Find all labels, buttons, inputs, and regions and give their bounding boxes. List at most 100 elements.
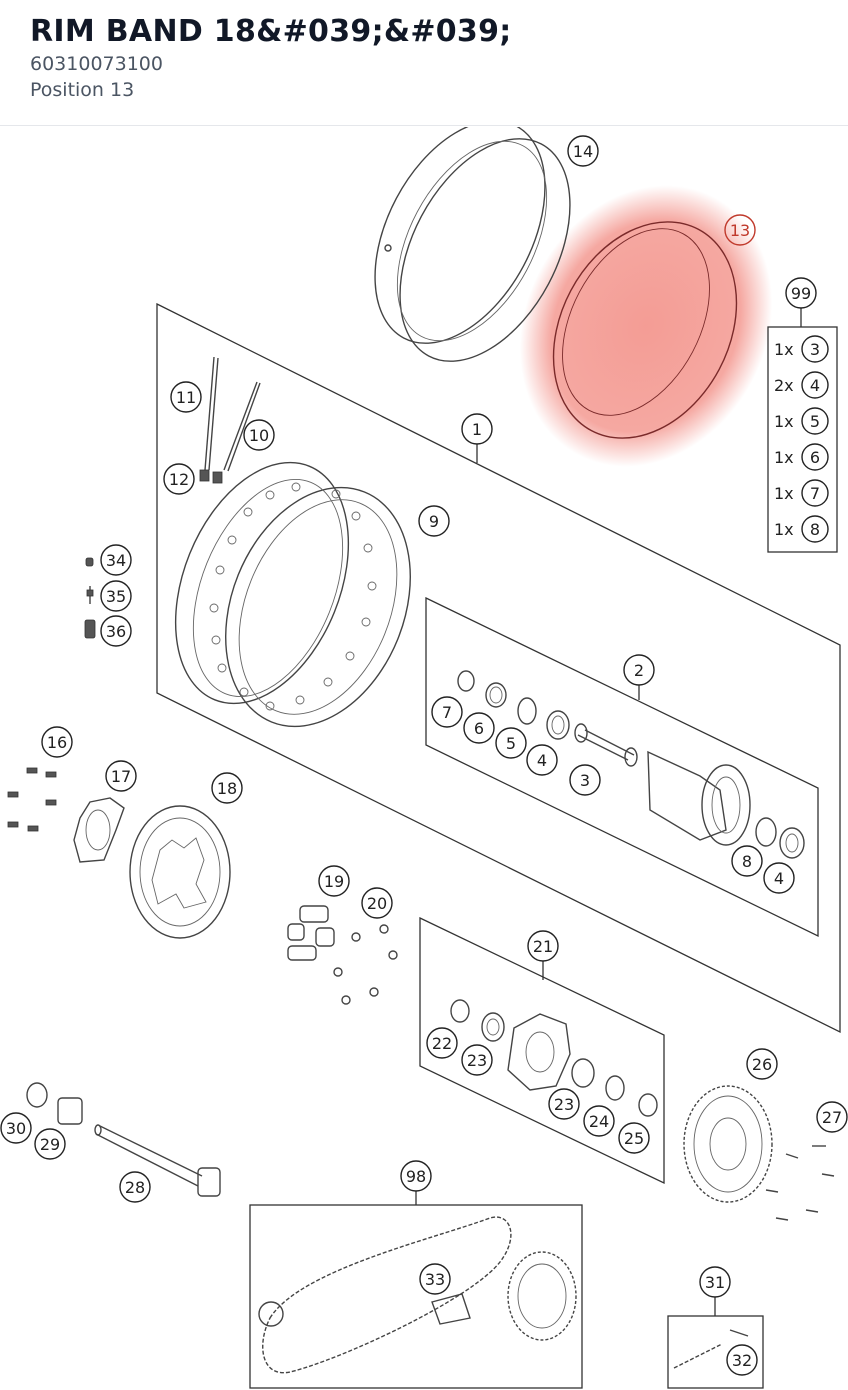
svg-text:9: 9 <box>429 512 439 531</box>
position-label-24[interactable]: 24 <box>583 1105 615 1137</box>
position-label-17[interactable]: 17 <box>105 760 137 792</box>
kit-part-number: 3 <box>810 340 820 359</box>
kit-row[interactable]: 1x 5 <box>774 407 829 435</box>
position-label-21[interactable]: 21 <box>527 930 559 962</box>
svg-text:10: 10 <box>249 426 269 445</box>
svg-text:11: 11 <box>176 388 196 407</box>
svg-text:99: 99 <box>791 284 811 303</box>
kit-row[interactable]: 1x 8 <box>774 515 829 543</box>
position-label-12[interactable]: 12 <box>163 463 195 495</box>
svg-text:1: 1 <box>472 420 482 439</box>
svg-text:6: 6 <box>474 719 484 738</box>
kit-99-box <box>767 326 838 553</box>
rim-9[interactable] <box>142 437 444 754</box>
svg-text:33: 33 <box>425 1270 445 1289</box>
position-label-35[interactable]: 35 <box>100 580 132 612</box>
position-label-98[interactable]: 98 <box>400 1160 432 1192</box>
position-label-5[interactable]: 5 <box>495 727 527 759</box>
tube-14[interactable] <box>340 127 605 390</box>
rim-band-13[interactable] <box>517 190 772 470</box>
svg-text:22: 22 <box>432 1034 452 1053</box>
position-label-26[interactable]: 26 <box>746 1048 778 1080</box>
position-label-6[interactable]: 6 <box>463 712 495 744</box>
position-label-18[interactable]: 18 <box>211 772 243 804</box>
position-label-29[interactable]: 29 <box>34 1128 66 1160</box>
kit-part-number: 5 <box>810 412 820 431</box>
disc-carrier-17[interactable] <box>73 797 125 863</box>
brake-disc-18[interactable] <box>129 805 231 939</box>
part-number: 60310073100 <box>30 53 163 75</box>
position-label-1[interactable]: 1 <box>461 413 493 445</box>
position-label-23b[interactable]: 23 <box>548 1088 580 1120</box>
sprocket-carrier-parts[interactable] <box>450 999 658 1117</box>
page-header: RIM BAND 18&#039;&#039; 60310073100 Posi… <box>0 0 848 126</box>
svg-text:20: 20 <box>367 894 387 913</box>
rim-band-highlight[interactable] <box>472 141 821 511</box>
svg-text:32: 32 <box>732 1351 752 1370</box>
position-label-16[interactable]: 16 <box>41 726 73 758</box>
svg-text:98: 98 <box>406 1167 426 1186</box>
position-label-8[interactable]: 8 <box>731 845 763 877</box>
disc-bolts-16[interactable] <box>7 767 57 832</box>
position-label-2[interactable]: 2 <box>623 654 655 686</box>
kit-row[interactable]: 1x 7 <box>774 479 829 507</box>
kit-part-number: 4 <box>810 376 820 395</box>
rear-sprocket-26[interactable] <box>683 1085 773 1203</box>
axle-spacers-29-30[interactable] <box>26 1082 83 1125</box>
position-label-99[interactable]: 99 <box>785 277 817 309</box>
position-label-34[interactable]: 34 <box>100 544 132 576</box>
position-label-11[interactable]: 11 <box>170 381 202 413</box>
diagram-svg: 1x 3 2x 4 1x 5 1x 6 1x 7 1x 8 1 2 3 4 4 … <box>0 127 848 1389</box>
kit-qty: 1x <box>774 340 794 359</box>
nuts-20[interactable] <box>333 924 398 1005</box>
svg-text:2: 2 <box>634 661 644 680</box>
kit-part-number: 8 <box>810 520 820 539</box>
svg-text:7: 7 <box>442 703 452 722</box>
kit-part-number: 7 <box>810 484 820 503</box>
position-label-4b[interactable]: 4 <box>763 862 795 894</box>
position-label-13-selected[interactable]: 13 <box>724 214 756 246</box>
position-label: Position 13 <box>30 79 135 101</box>
sprocket-bolts-27[interactable] <box>765 1145 835 1221</box>
hub-internals[interactable] <box>457 670 805 859</box>
position-label-4[interactable]: 4 <box>526 744 558 776</box>
svg-text:35: 35 <box>106 587 126 606</box>
position-label-30[interactable]: 30 <box>0 1112 32 1144</box>
chain-link-32[interactable] <box>673 1329 749 1369</box>
chain-kit-frame <box>249 1204 583 1389</box>
position-label-22[interactable]: 22 <box>426 1027 458 1059</box>
position-label-7[interactable]: 7 <box>431 696 463 728</box>
svg-text:31: 31 <box>705 1273 725 1292</box>
svg-text:27: 27 <box>822 1108 842 1127</box>
kit-row[interactable]: 1x 3 <box>774 335 829 363</box>
kit-row[interactable]: 2x 4 <box>774 371 829 399</box>
kit-row[interactable]: 1x 6 <box>774 443 829 471</box>
svg-text:4: 4 <box>774 869 784 888</box>
position-label-32[interactable]: 32 <box>726 1344 758 1376</box>
position-label-28[interactable]: 28 <box>119 1171 151 1203</box>
kit-qty: 1x <box>774 520 794 539</box>
axle-28[interactable] <box>94 1124 221 1197</box>
position-label-10[interactable]: 10 <box>243 419 275 451</box>
position-label-9[interactable]: 9 <box>418 505 450 537</box>
position-label-36[interactable]: 36 <box>100 615 132 647</box>
svg-text:8: 8 <box>742 852 752 871</box>
kit-qty: 1x <box>774 484 794 503</box>
position-labels: 1 2 3 4 4 5 6 7 8 9 10 11 12 13 14 16 17… <box>0 135 848 1376</box>
position-label-20[interactable]: 20 <box>361 887 393 919</box>
cush-drive-19[interactable] <box>287 905 335 961</box>
position-label-25[interactable]: 25 <box>618 1122 650 1154</box>
svg-text:14: 14 <box>573 142 593 161</box>
position-label-14[interactable]: 14 <box>567 135 599 167</box>
position-label-3[interactable]: 3 <box>569 764 601 796</box>
position-label-19[interactable]: 19 <box>318 865 350 897</box>
position-label-31[interactable]: 31 <box>699 1266 731 1298</box>
position-label-33[interactable]: 33 <box>419 1263 451 1295</box>
svg-text:34: 34 <box>106 551 126 570</box>
spokes-10-11[interactable] <box>199 356 261 484</box>
svg-text:19: 19 <box>324 872 344 891</box>
position-label-23[interactable]: 23 <box>461 1044 493 1076</box>
chain-kit-33[interactable] <box>258 1216 577 1374</box>
valve-parts[interactable] <box>84 557 96 639</box>
position-label-27[interactable]: 27 <box>816 1101 848 1133</box>
